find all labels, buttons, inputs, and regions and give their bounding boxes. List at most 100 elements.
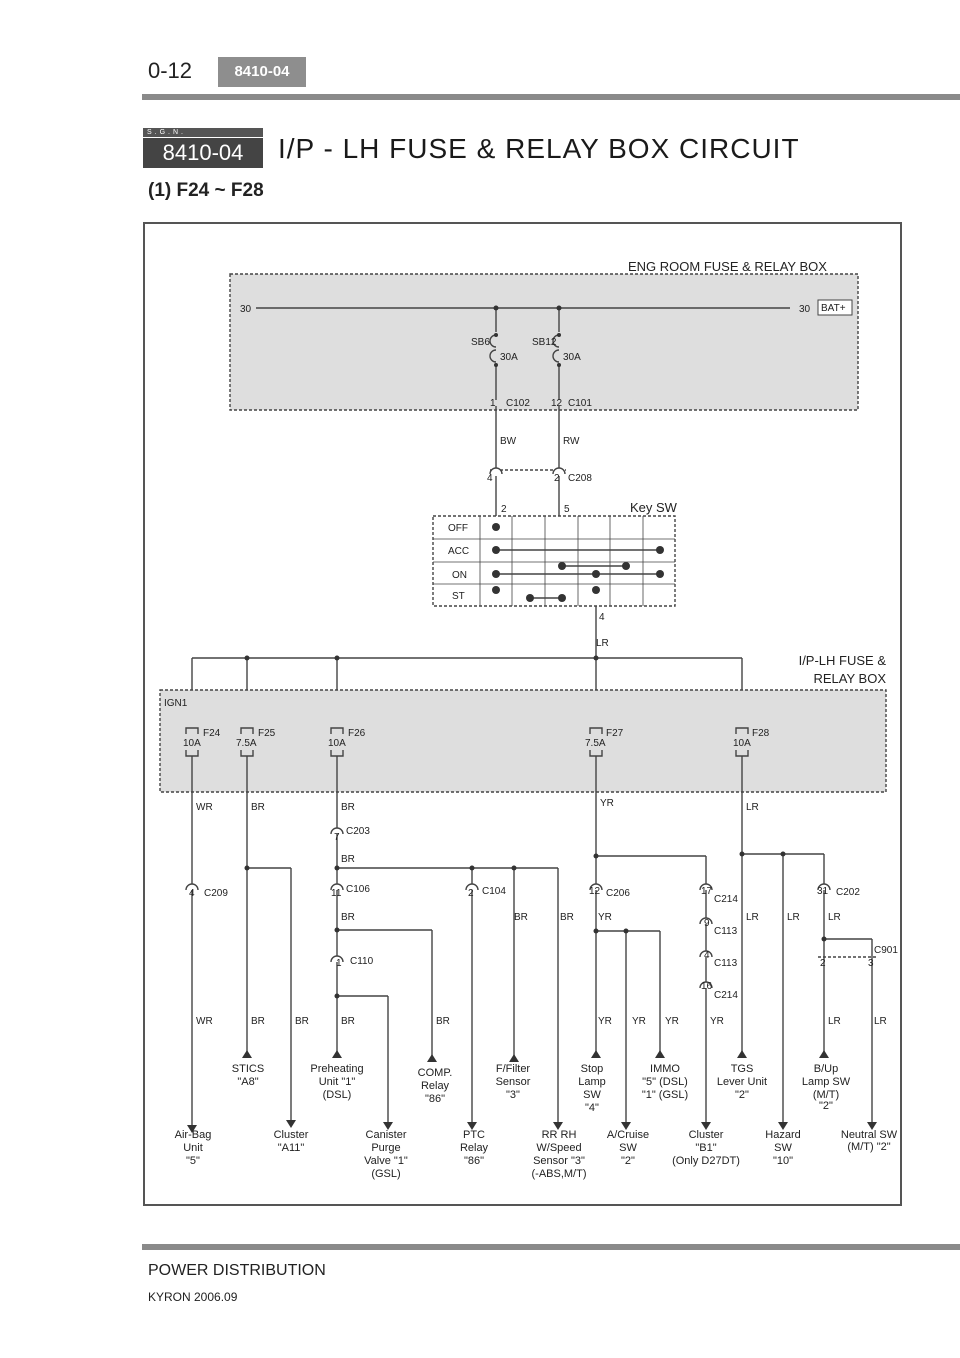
svg-text:Stop: Stop <box>581 1063 604 1075</box>
wire-bw-label: BW <box>500 436 517 447</box>
component-tgs-lever-unit: TGS Lever Unit "2" <box>717 1063 767 1101</box>
component-hazard-sw: Hazard SW "10" <box>765 1129 800 1167</box>
svg-text:Relay: Relay <box>460 1142 489 1154</box>
c113-pin-a: 9 <box>704 918 710 929</box>
c110-pin: 1 <box>336 958 342 969</box>
c101-label: C101 <box>568 398 592 409</box>
svg-text:"4": "4" <box>585 1102 599 1114</box>
svg-text:Lamp: Lamp <box>578 1076 606 1088</box>
ip-box-label-line1: I/P-LH FUSE & <box>799 653 887 668</box>
svg-text:A/Cruise: A/Cruise <box>607 1129 649 1141</box>
key-position-on: ON <box>452 570 467 581</box>
svg-text:"1" (GSL): "1" (GSL) <box>642 1089 688 1101</box>
fuse-f24-amp: 10A <box>183 738 201 749</box>
svg-text:"2": "2" <box>621 1155 635 1167</box>
c206-label: C206 <box>606 888 630 899</box>
svg-text:Lamp SW: Lamp SW <box>802 1076 851 1088</box>
svg-text:Valve "1": Valve "1" <box>364 1155 408 1167</box>
svg-text:Air-Bag: Air-Bag <box>175 1129 212 1141</box>
c106-label: C106 <box>346 884 370 895</box>
page-number: 0-12 <box>148 58 193 83</box>
sb12-label: SB12 <box>532 337 557 348</box>
c202-label: C202 <box>836 887 860 898</box>
svg-text:B/Up: B/Up <box>814 1063 838 1075</box>
svg-text:PTC: PTC <box>463 1129 485 1141</box>
c102-label: C102 <box>506 398 530 409</box>
svg-text:Sensor: Sensor <box>496 1076 531 1088</box>
wire-rw-label: RW <box>563 436 580 447</box>
ip-box-label-line2: RELAY BOX <box>814 671 887 686</box>
key-sw-pin-a: 2 <box>501 504 507 515</box>
svg-text:"A11": "A11" <box>278 1142 305 1154</box>
sb6-label: SB6 <box>471 337 490 348</box>
component-stics: STICS "A8" <box>232 1063 264 1088</box>
wire-yr-label-3: YR <box>598 1016 612 1027</box>
svg-text:Hazard: Hazard <box>765 1129 800 1141</box>
fuse-f25-amp: 7.5A <box>236 738 257 749</box>
c101-pin: 12 <box>551 398 563 409</box>
fuse-f24-name: F24 <box>203 728 221 739</box>
wire-yr-label-1: YR <box>600 798 614 809</box>
fuse-f28-amp: 10A <box>733 738 751 749</box>
ign1-label: IGN1 <box>164 698 188 709</box>
wire-br-label-2: BR <box>341 802 355 813</box>
c206-pin: 12 <box>589 886 601 897</box>
component-airbag: Air-Bag Unit "5" <box>175 1129 212 1167</box>
svg-text:SW: SW <box>583 1089 601 1101</box>
svg-text:F/Filter: F/Filter <box>496 1063 531 1075</box>
svg-text:SW: SW <box>774 1142 792 1154</box>
svg-text:Canister: Canister <box>366 1129 407 1141</box>
fuse-f28-name: F28 <box>752 728 770 739</box>
c901-pin-a: 2 <box>820 958 826 969</box>
c208-pin-b: 2 <box>554 473 560 484</box>
svg-text:"86": "86" <box>464 1155 484 1167</box>
header-divider <box>142 94 960 100</box>
c901-pin-b: 3 <box>868 958 874 969</box>
c209-pin: 4 <box>189 888 195 899</box>
svg-text:Purge: Purge <box>371 1142 400 1154</box>
svg-text:Neutral SW: Neutral SW <box>841 1129 898 1141</box>
eng-room-box-label: ENG ROOM FUSE & RELAY BOX <box>628 259 827 274</box>
fuse-f27-name: F27 <box>606 728 624 739</box>
svg-text:Relay: Relay <box>421 1080 450 1092</box>
diagram-frame <box>143 222 902 1206</box>
wire-br-label-10: BR <box>436 1016 450 1027</box>
svg-text:"A8": "A8" <box>237 1076 258 1088</box>
fuse-f25-name: F25 <box>258 728 276 739</box>
svg-text:(Only D27DT): (Only D27DT) <box>672 1155 740 1167</box>
svg-text:TGS: TGS <box>731 1063 754 1075</box>
c214-pin-a: 17 <box>701 886 713 897</box>
svg-text:Sensor "3": Sensor "3" <box>533 1155 585 1167</box>
component-canister-purge-valve: Canister Purge Valve "1" (GSL) <box>364 1129 408 1180</box>
bat-plus-label: BAT+ <box>821 303 846 314</box>
c104-label: C104 <box>482 886 506 897</box>
component-bup-lamp-sw: B/Up Lamp SW (M/T) "2" <box>802 1063 851 1112</box>
bus-label-right: 30 <box>799 304 811 315</box>
wire-lr-label-3: LR <box>746 912 759 923</box>
svg-text:(-ABS,M/T): (-ABS,M/T) <box>532 1168 587 1180</box>
svg-text:SW: SW <box>619 1142 637 1154</box>
wire-br-label-8: BR <box>295 1016 309 1027</box>
wire-lr-label-5: LR <box>828 912 841 923</box>
key-switch-label: Key SW <box>630 500 678 515</box>
c208-label: C208 <box>568 473 592 484</box>
svg-text:(M/T): (M/T) <box>813 1089 839 1101</box>
wire-lr-label-4: LR <box>787 912 800 923</box>
component-neutral-sw: Neutral SW (M/T) "2" <box>841 1129 898 1153</box>
key-position-acc: ACC <box>448 546 469 557</box>
svg-text:"2": "2" <box>735 1089 749 1101</box>
ip-fuse-box <box>159 689 887 793</box>
wire-br-label-1: BR <box>251 802 265 813</box>
svg-text:W/Speed: W/Speed <box>536 1142 581 1154</box>
key-position-st: ST <box>452 591 465 602</box>
footer-title: POWER DISTRIBUTION <box>148 1262 326 1279</box>
wire-br-label-5: BR <box>514 912 528 923</box>
fuse-f26-name: F26 <box>348 728 366 739</box>
c202-pin: 31 <box>817 886 829 897</box>
svg-text:"3": "3" <box>506 1089 520 1101</box>
sb12-amp: 30A <box>563 352 581 363</box>
svg-text:IMMO: IMMO <box>650 1063 680 1075</box>
bus-label-left: 30 <box>240 304 252 315</box>
component-immo: IMMO "5" (DSL) "1" (GSL) <box>642 1063 688 1101</box>
